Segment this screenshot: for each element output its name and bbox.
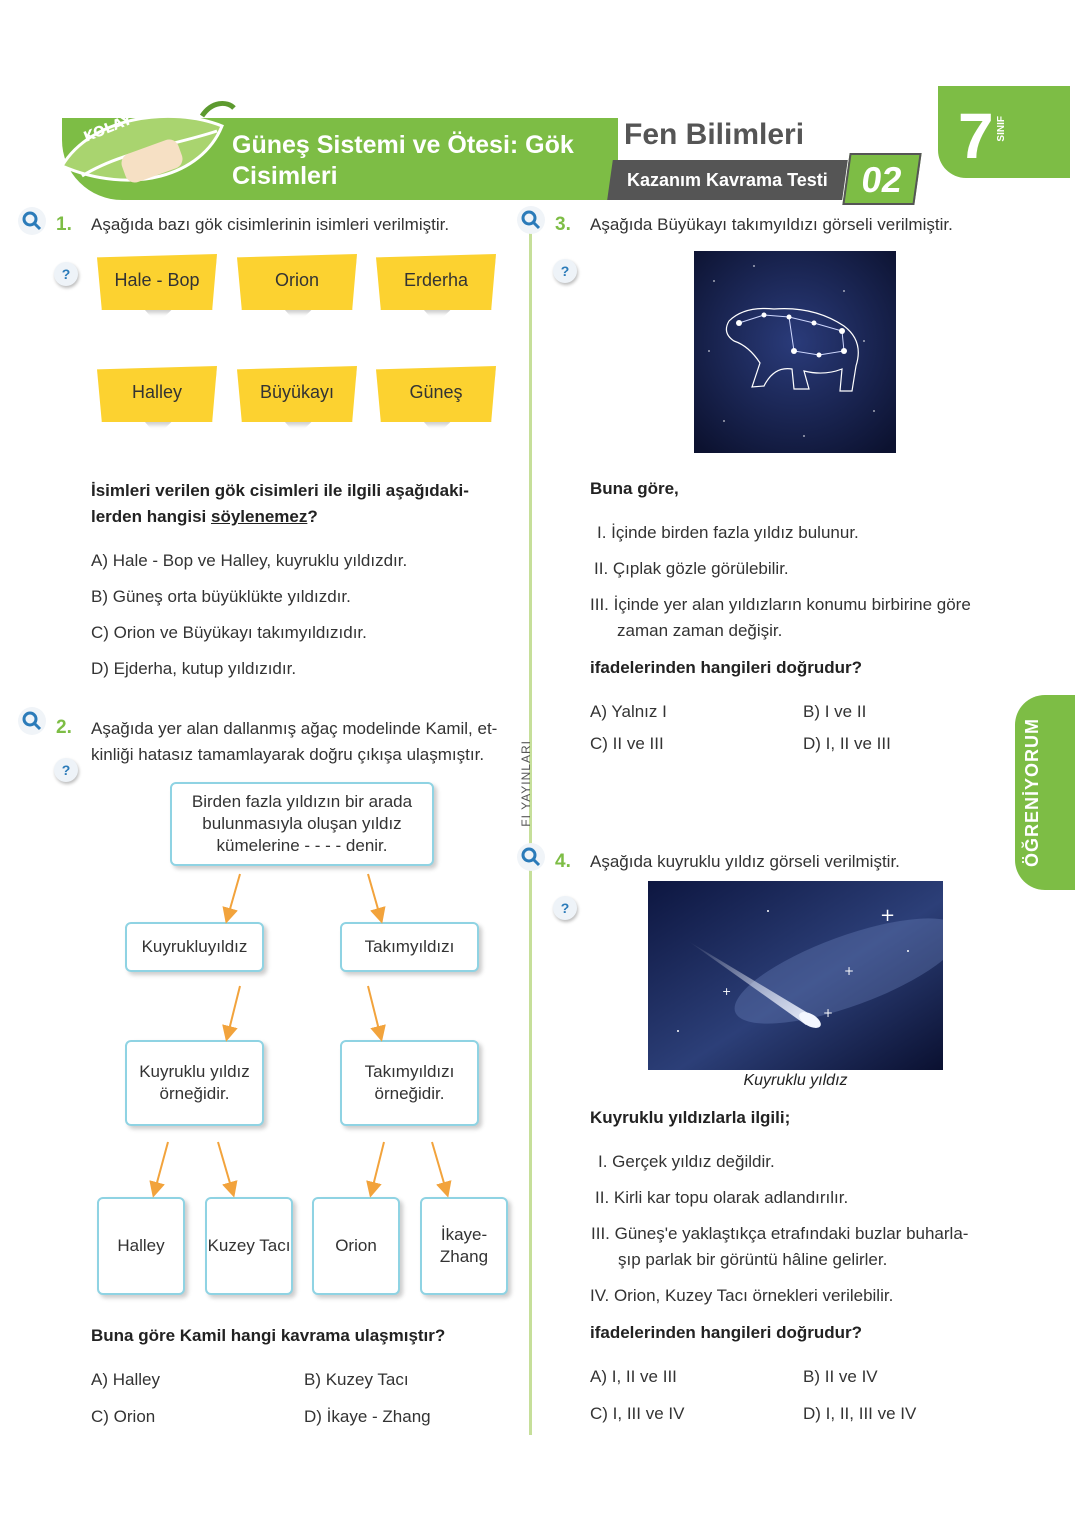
q3-lead: Buna göre, (590, 479, 679, 498)
q1-stem-line1: İsimleri verilen gök cisimleri ile ilgil… (91, 481, 469, 500)
exit-orion: Orion (312, 1197, 400, 1295)
test-number: 02 (842, 153, 922, 205)
side-tab-label: ÖĞRENİYORUM (1022, 718, 1042, 868)
q4-number: 4. (555, 851, 571, 872)
note-gunes: Güneş (376, 366, 496, 422)
comet-image: + + + + (648, 881, 943, 1070)
help-icon[interactable]: ? (54, 758, 78, 782)
q1-option-b[interactable]: B) Güneş orta büyüklükte yıldızdır. (91, 587, 351, 606)
grade-label: SINIF (996, 116, 1007, 142)
q4-option-a[interactable]: A) I, II ve III (590, 1367, 677, 1386)
comet-caption: Kuyruklu yıldız (743, 1072, 848, 1089)
q2-option-c[interactable]: C) Orion (91, 1407, 156, 1426)
q4-lead: Kuyruklu yıldızlarla ilgili; (590, 1108, 791, 1127)
q3-text: Aşağıda Büyükayı takımyıldızı görseli ve… (590, 215, 953, 234)
search-icon[interactable] (516, 842, 546, 872)
q2-text-line2: kinliği hatasız tamamlayarak doğru çıkış… (91, 745, 485, 764)
q4-option-c[interactable]: C) I, III ve IV (590, 1404, 685, 1423)
q1-option-d[interactable]: D) Ejderha, kutup yıldızıdır. (91, 659, 297, 678)
q1-text: Aşağıda bazı gök cisimlerinin isimleri v… (91, 215, 450, 234)
q3-statement-3: III. İçinde yer alan yıldızların konumu … (590, 595, 971, 614)
q3-statement-2: II. Çıplak gözle görülebilir. (594, 559, 789, 578)
publisher-vertical: FI YAYINLARI (519, 740, 533, 827)
subject-title: Fen Bilimleri (624, 118, 805, 151)
q3-option-c[interactable]: C) II ve III (590, 734, 664, 753)
unit-title: Güneş Sistemi ve Ötesi: Gök Cisimleri (232, 131, 574, 190)
q4-statement-2: II. Kirli kar topu olarak adlandırılır. (595, 1188, 849, 1207)
q4-option-b[interactable]: B) II ve IV (803, 1367, 878, 1386)
q1-stem-line2: lerden hangisi söylenemez? (91, 507, 318, 526)
svg-text:+: + (722, 985, 731, 998)
test-label: Kazanım Kavrama Testi (607, 160, 848, 200)
q4-statement-3-cont: şıp parlak bir görüntü hâline gelirler. (618, 1250, 888, 1269)
help-icon[interactable]: ? (553, 259, 577, 283)
help-icon[interactable]: ? (553, 896, 577, 920)
q4-stem: ifadelerinden hangileri doğrudur? (590, 1323, 863, 1342)
q3-statement-1: I. İçinde birden fazla yıldız bulunur. (597, 523, 859, 542)
note-buyukayi: Büyükayı (237, 366, 357, 422)
q3-option-d[interactable]: D) I, II ve III (803, 734, 891, 753)
q2-option-a[interactable]: A) Halley (91, 1370, 160, 1389)
q3-option-b[interactable]: B) I ve II (803, 702, 867, 721)
tree-root: Birden fazla yıldızın bir arada bulunmas… (170, 782, 434, 866)
column-divider (529, 215, 532, 1435)
search-icon[interactable] (17, 706, 47, 736)
exit-halley: Halley (97, 1197, 185, 1295)
q4-statement-4: IV. Orion, Kuzey Tacı örnekleri verilebi… (590, 1286, 894, 1305)
grade-number: 7 (958, 100, 994, 172)
q2-option-d[interactable]: D) İkaye - Zhang (304, 1407, 431, 1426)
tree-kuyruklu-ornek: Kuyruklu yıldız örneğidir. (125, 1040, 264, 1126)
q2-number: 2. (56, 717, 72, 738)
q4-statement-1: I. Gerçek yıldız değildir. (598, 1152, 775, 1171)
tree-kuyrukluyildiz: Kuyrukluyıldız (125, 922, 264, 972)
tree-takimyildizi-ornek: Takımyıldızı örneğidir. (340, 1040, 479, 1126)
search-icon[interactable] (516, 205, 546, 235)
q2-stem: Buna göre Kamil hangi kavrama ulaşmıştır… (91, 1326, 446, 1345)
note-erderha: Erderha (376, 254, 496, 310)
q1-option-c[interactable]: C) Orion ve Büyükayı takımyıldızıdır. (91, 623, 367, 642)
q4-statement-3: III. Güneş'e yaklaştıkça etrafındaki buz… (591, 1224, 969, 1243)
exit-ikaye-zhang: İkaye-Zhang (420, 1197, 508, 1295)
search-icon[interactable] (17, 206, 47, 236)
grade-tab (938, 86, 1070, 178)
q4-text: Aşağıda kuyruklu yıldız görseli verilmiş… (590, 852, 900, 871)
q3-statement-3-cont: zaman zaman değişir. (617, 621, 783, 640)
leaf-logo-icon: KOLAY (59, 101, 236, 183)
help-icon[interactable]: ? (54, 262, 78, 286)
tree-arrows (149, 873, 452, 1198)
q4-option-d[interactable]: D) I, II, III ve IV (803, 1404, 917, 1423)
tree-takimyildizi: Takımyıldızı (340, 922, 479, 972)
note-halley: Halley (97, 366, 217, 422)
q1-option-a[interactable]: A) Hale - Bop ve Halley, kuyruklu yıldız… (91, 551, 408, 570)
q1-number: 1. (56, 214, 72, 235)
q3-number: 3. (555, 214, 571, 235)
svg-text:+: + (823, 1006, 833, 1020)
note-orion: Orion (237, 254, 357, 310)
q3-stem: ifadelerinden hangileri doğrudur? (590, 658, 863, 677)
side-tab (1015, 695, 1075, 890)
note-hale-bop: Hale - Bop (97, 254, 217, 310)
q3-option-a[interactable]: A) Yalnız I (590, 702, 667, 721)
svg-text:+: + (844, 964, 854, 978)
great-bear-constellation-image (694, 251, 896, 453)
svg-text:+: + (880, 905, 895, 926)
q2-option-b[interactable]: B) Kuzey Tacı (304, 1370, 409, 1389)
exit-kuzey-taci: Kuzey Tacı (205, 1197, 293, 1295)
q2-text-line1: Aşağıda yer alan dallanmış ağaç modelind… (91, 719, 498, 738)
